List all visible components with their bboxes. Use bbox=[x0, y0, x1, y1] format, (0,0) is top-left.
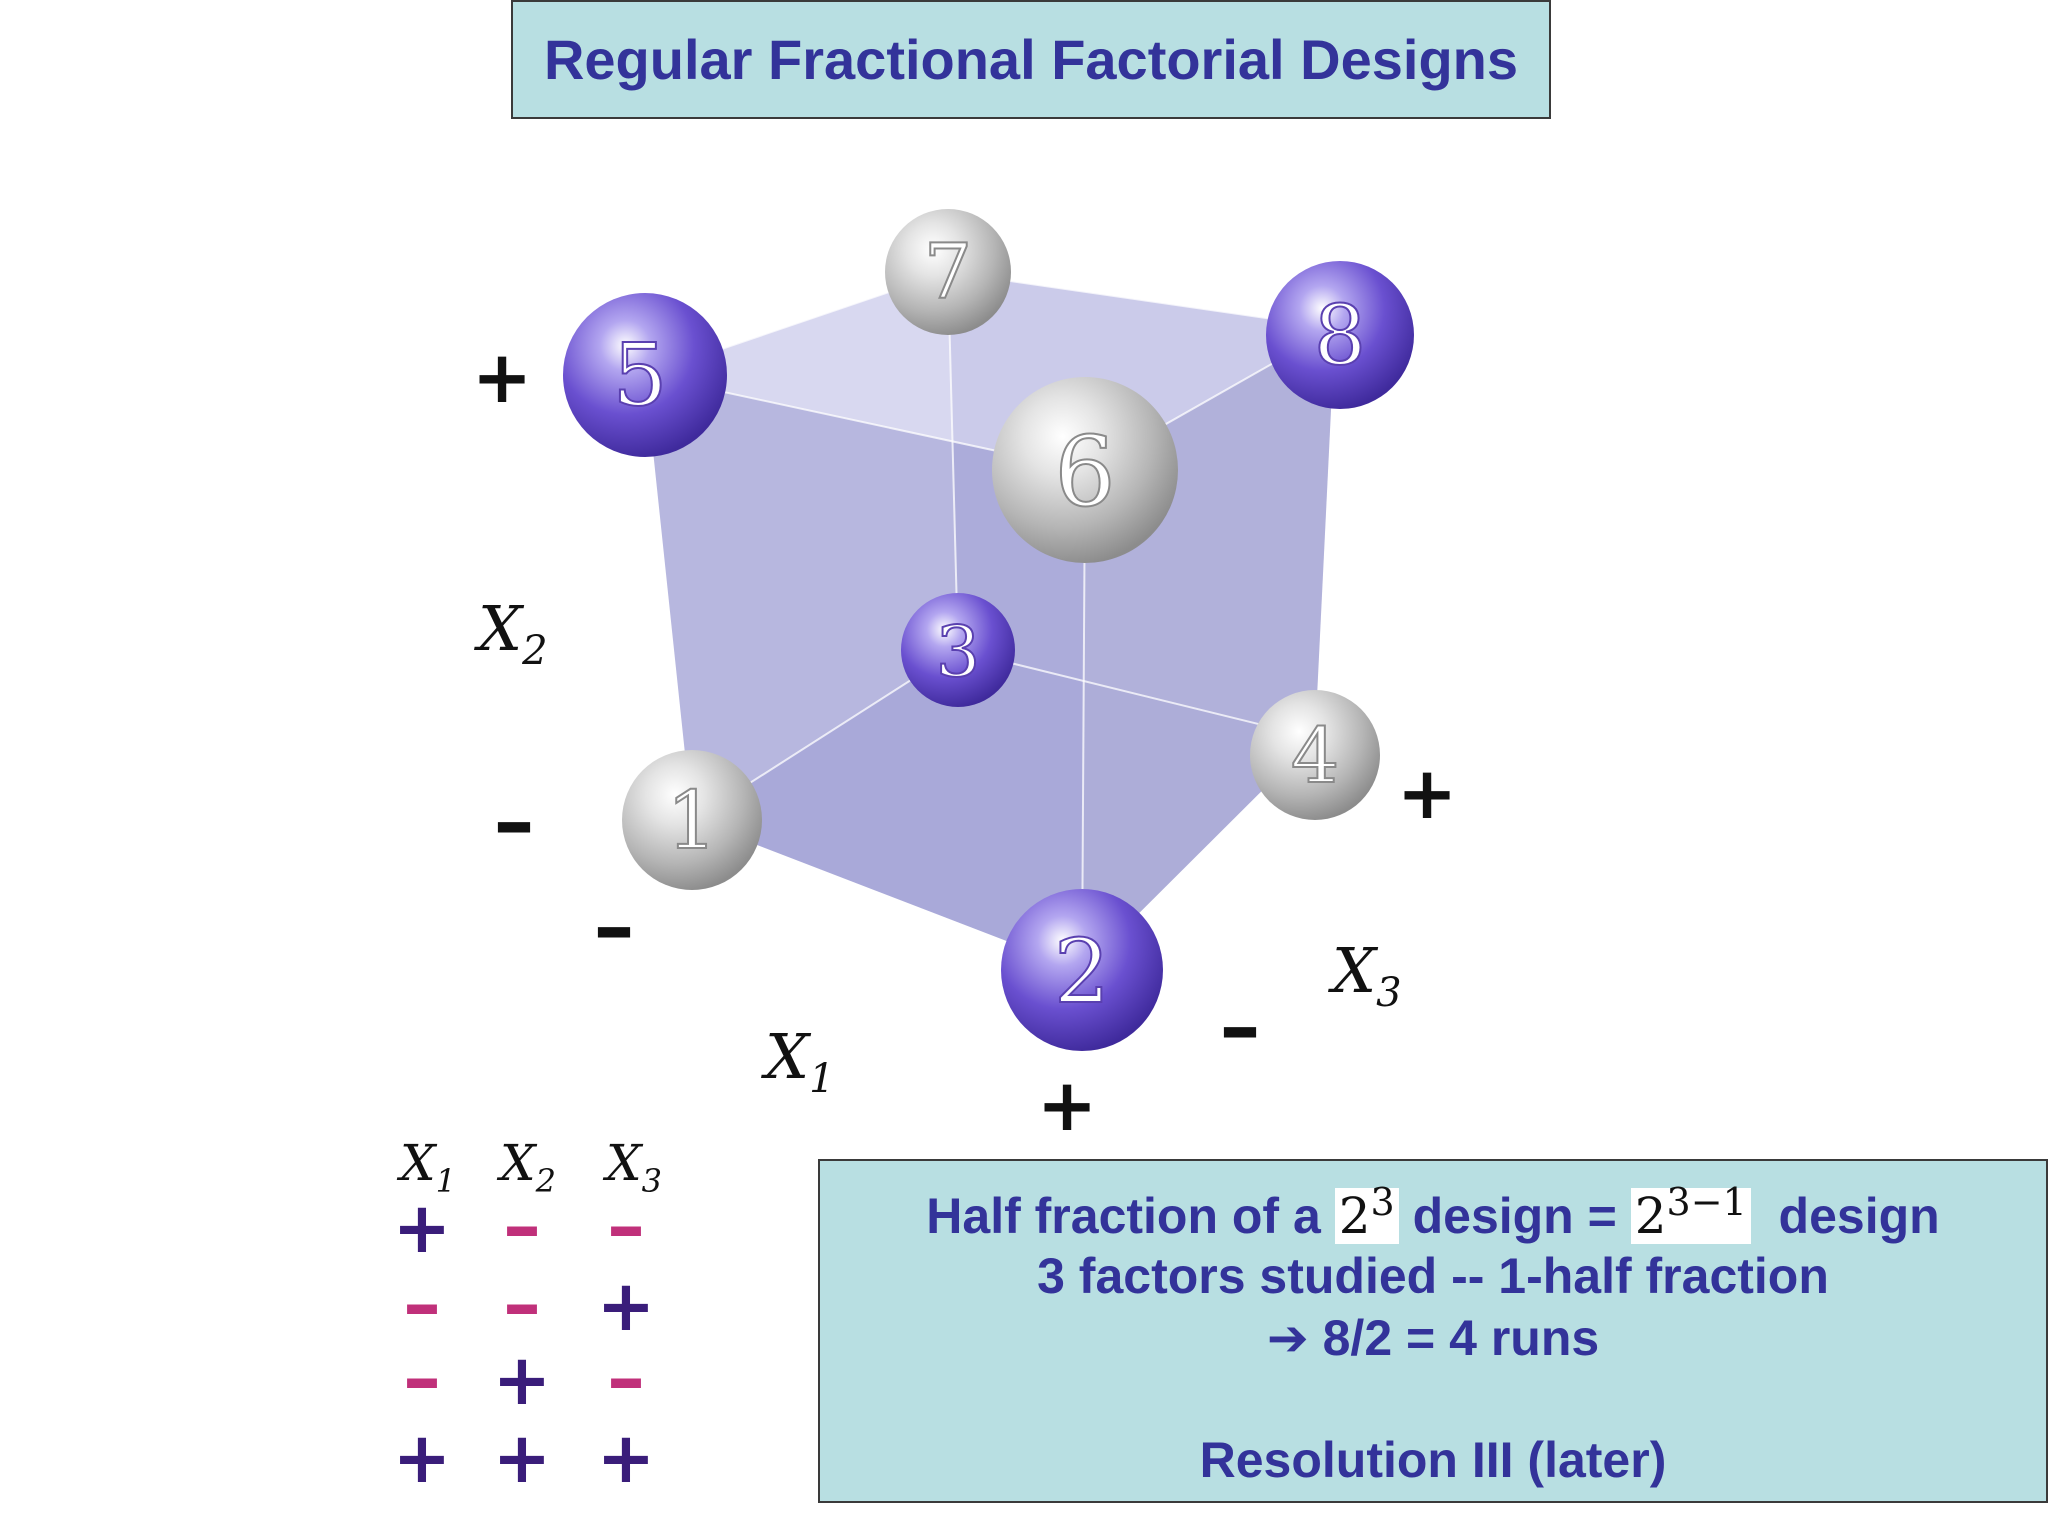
sphere-label-5: 5 bbox=[613, 326, 668, 426]
info-line-4: Resolution III (later) bbox=[1199, 1432, 1667, 1488]
info-suffix: design bbox=[1778, 1188, 1940, 1244]
sphere-3 bbox=[901, 593, 1015, 707]
info-line-1: Half fraction of a 23 design = 23−1 desi… bbox=[820, 1183, 2046, 1245]
axis-signs: + – – + – + bbox=[472, 335, 1457, 1147]
info-line-3: ➔ 8/2 = 4 runs bbox=[820, 1309, 2046, 1367]
x2-minus-sign: – bbox=[494, 775, 535, 870]
x1-plus-sign: + bbox=[1037, 1063, 1097, 1147]
table-cell-r1-c1: + bbox=[393, 1187, 452, 1269]
x3-plus-sign: + bbox=[1397, 751, 1457, 835]
arrow-icon: ➔ bbox=[1266, 1309, 1309, 1367]
runs-text: 8/2 = 4 runs bbox=[1322, 1310, 1600, 1366]
sphere-label-1: 1 bbox=[667, 774, 718, 867]
table-cell-r4-c1: + bbox=[393, 1417, 452, 1499]
design-table-headers: X1 X2 X3 bbox=[396, 1134, 662, 1200]
sphere-label-6: 6 bbox=[1054, 416, 1115, 528]
sphere-2 bbox=[1001, 889, 1163, 1051]
table-cell-r2-c2: – bbox=[503, 1259, 541, 1348]
table-cell-r3-c2: + bbox=[493, 1339, 552, 1421]
sphere-label-8: 8 bbox=[1314, 289, 1366, 384]
info-mid: design = bbox=[1412, 1188, 1617, 1244]
title-box: Regular Fractional Factorial Designs bbox=[511, 0, 1551, 119]
info-box: Half fraction of a 23 design = 23−1 desi… bbox=[818, 1159, 2048, 1503]
design-table: X1 X2 X3 +––––+–+–+++ bbox=[393, 1134, 662, 1499]
sphere-6 bbox=[992, 377, 1178, 563]
table-cell-r4-c2: + bbox=[493, 1417, 552, 1499]
x1-minus-sign: – bbox=[594, 880, 635, 975]
table-cell-r2-c3: + bbox=[597, 1265, 656, 1347]
sphere-label-4: 4 bbox=[1291, 711, 1339, 800]
slide-title: Regular Fractional Factorial Designs bbox=[543, 28, 1519, 91]
sphere-4 bbox=[1250, 690, 1380, 820]
x3-minus-sign: – bbox=[1220, 980, 1261, 1075]
cube-edge bbox=[957, 649, 1316, 739]
axis-label-x1: X1 bbox=[761, 1020, 835, 1102]
sphere-1 bbox=[622, 750, 762, 890]
info-line-2: 3 factors studied -- 1-half fraction bbox=[1037, 1248, 1829, 1304]
table-cell-r3-c1: – bbox=[403, 1333, 441, 1422]
table-cell-r3-c3: – bbox=[607, 1333, 645, 1422]
design-table-cells: +––––+–+–+++ bbox=[393, 1181, 656, 1499]
full-factorial-power: 23 bbox=[1334, 1183, 1399, 1244]
axis-labels: X2 X1 X3 bbox=[474, 592, 1402, 1102]
sphere-label-3: 3 bbox=[936, 611, 981, 693]
sphere-label-2: 2 bbox=[1054, 920, 1110, 1023]
sphere-label-7: 7 bbox=[924, 227, 972, 316]
info-prefix: Half fraction of a bbox=[926, 1188, 1321, 1244]
table-cell-r4-c3: + bbox=[597, 1417, 656, 1499]
table-cell-r1-c3: – bbox=[607, 1181, 645, 1270]
axis-label-x3: X3 bbox=[1328, 934, 1402, 1016]
table-header-x2: X2 bbox=[496, 1134, 556, 1200]
axis-label-x2: X2 bbox=[474, 592, 548, 674]
x2-plus-sign: + bbox=[472, 335, 532, 419]
sphere-8 bbox=[1266, 261, 1414, 409]
cube-edge bbox=[947, 271, 959, 651]
fractional-power: 23−1 bbox=[1630, 1183, 1751, 1244]
table-cell-r1-c2: – bbox=[503, 1181, 541, 1270]
sphere-7 bbox=[885, 209, 1011, 335]
sphere-group: 7 3 4 1 5 8 6 2 bbox=[563, 209, 1414, 1051]
table-header-x3: X3 bbox=[602, 1134, 662, 1200]
table-header-x1: X1 bbox=[396, 1134, 456, 1200]
sphere-5 bbox=[563, 293, 727, 457]
table-cell-r2-c1: – bbox=[403, 1259, 441, 1348]
